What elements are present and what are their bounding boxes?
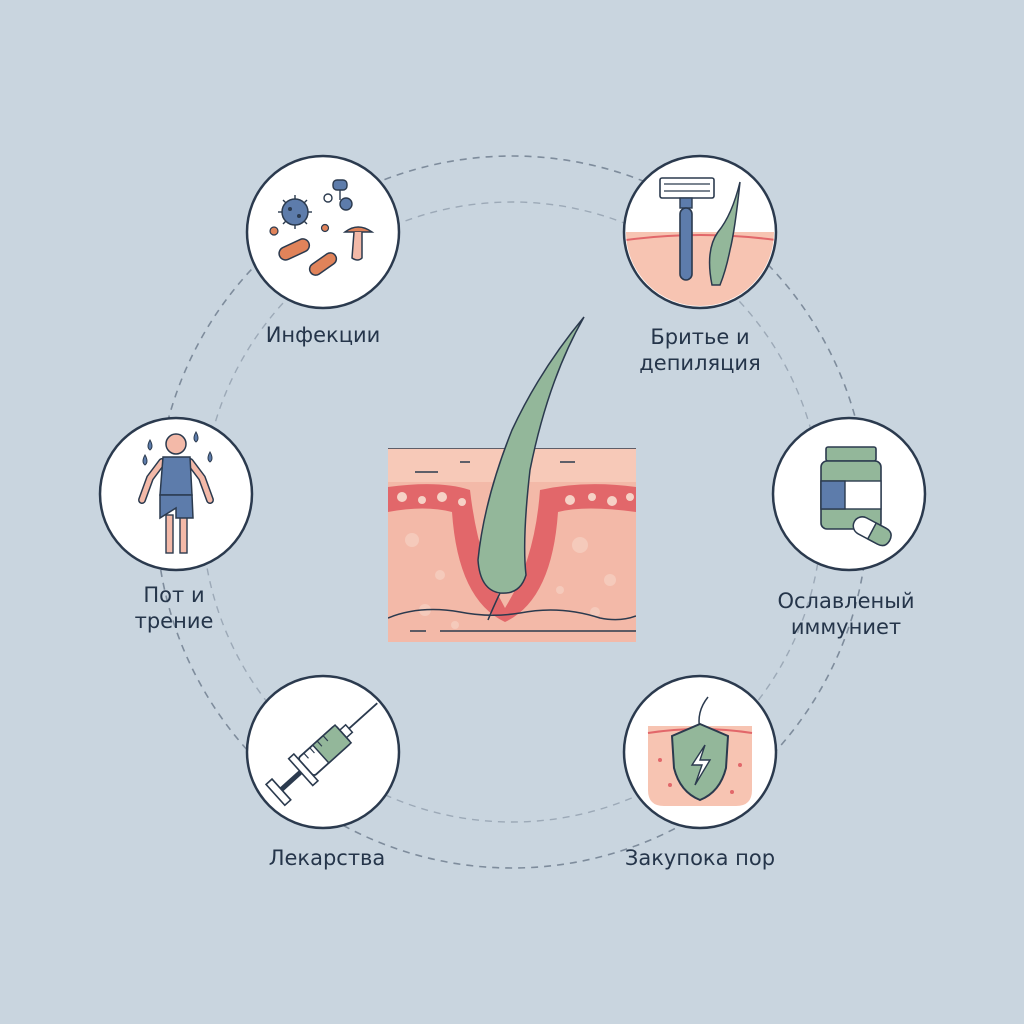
microbes-icon	[269, 179, 375, 276]
label-immunity: Ославленый иммуниет	[777, 589, 915, 639]
node-shaving	[622, 154, 778, 310]
node-pores	[622, 674, 778, 830]
node-infections	[245, 154, 401, 310]
pill-bottle-icon	[820, 446, 892, 547]
label-pores: Закупока пор	[624, 846, 776, 870]
label-infections: Инфекции	[265, 323, 381, 347]
label-shaving: Бритье и депиляция	[639, 325, 761, 375]
label-medication: Лекарства	[268, 846, 386, 870]
syringe-icon	[264, 702, 378, 807]
shield-icon	[647, 696, 753, 806]
node-sweat	[98, 416, 254, 572]
label-sweat: Пот и трение	[134, 583, 214, 633]
sweating-person-icon	[138, 430, 214, 554]
node-immunity	[771, 416, 927, 572]
node-medication	[245, 674, 401, 830]
